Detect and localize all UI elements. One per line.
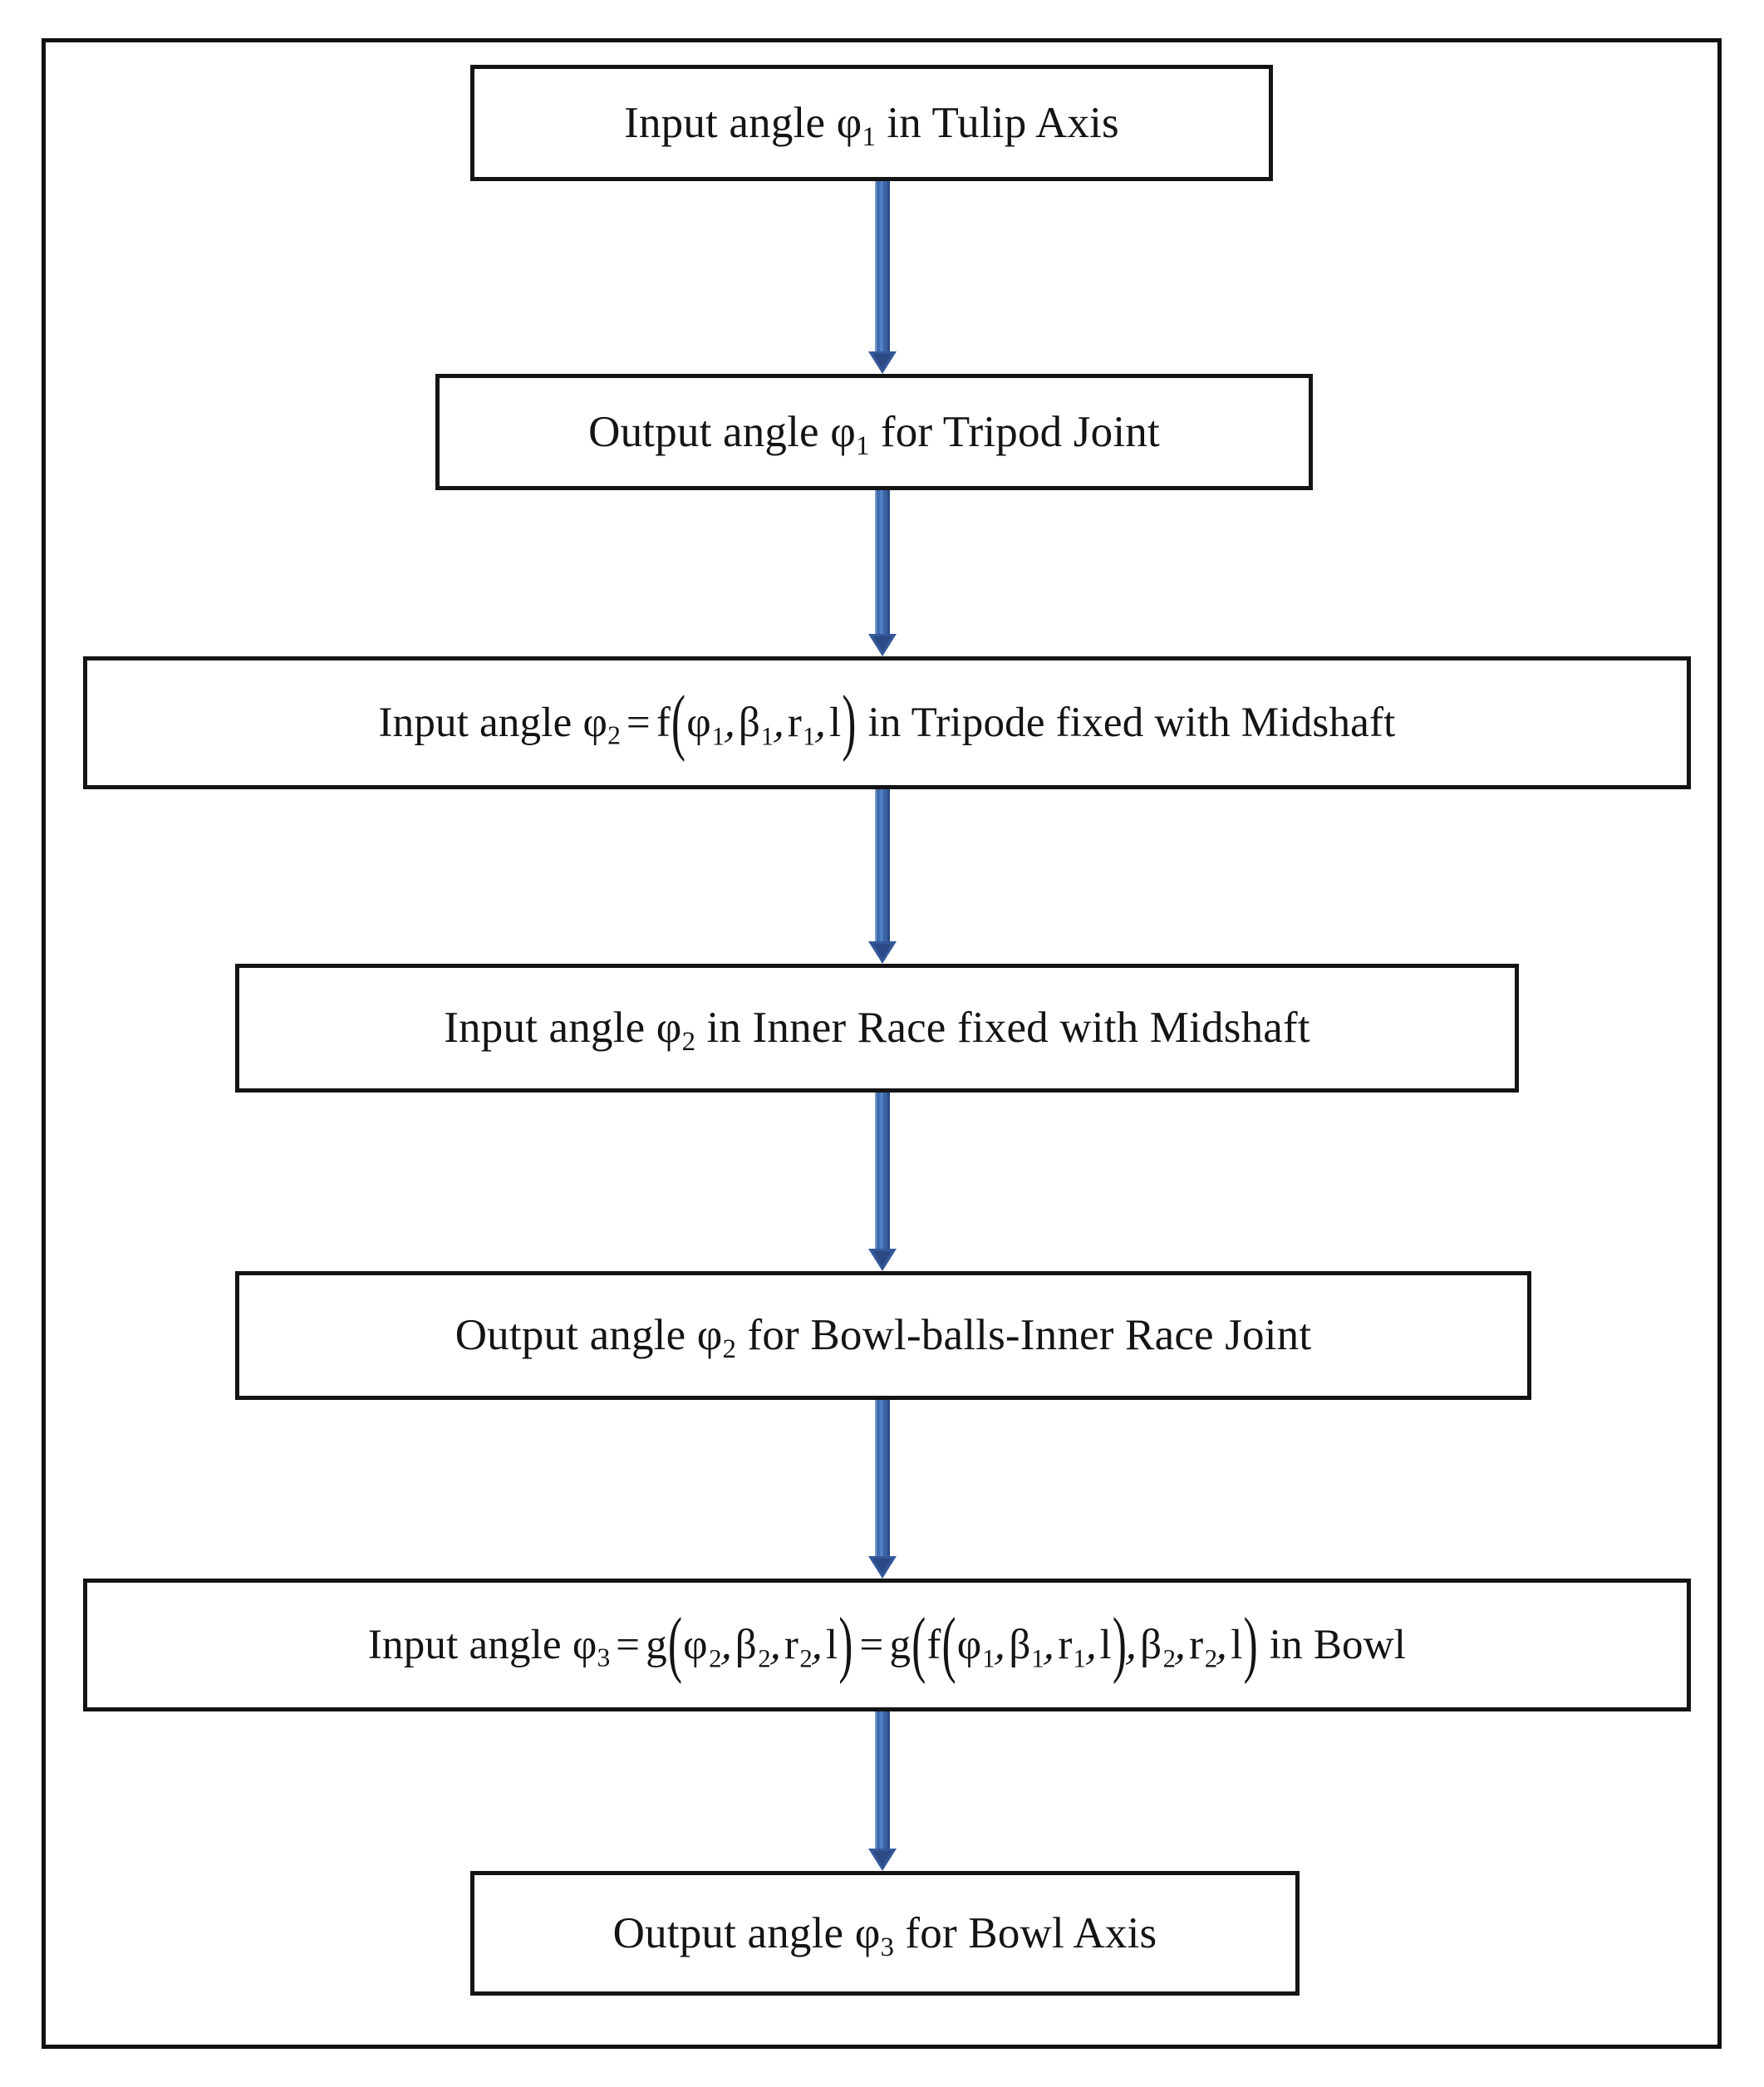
flow-arrow-1 — [868, 181, 897, 374]
paren-open: ( — [671, 681, 686, 764]
paren-open-inner: ( — [941, 1603, 956, 1686]
arrow-head-core-icon — [873, 354, 892, 369]
paren-open: ( — [667, 1603, 683, 1686]
arrow-head-core-icon — [873, 1251, 892, 1266]
paren-close: ) — [838, 1603, 853, 1686]
flow-node-output-angle-bowl-balls-inner-race: Output angle φ2 for Bowl-balls-Inner Rac… — [235, 1271, 1531, 1400]
flow-node-output-angle-bowl-axis: Output angle φ3 for Bowl Axis — [470, 1871, 1300, 1996]
arrow-shaft — [875, 1711, 890, 1849]
flow-node-6-text: Input angle φ3=g(φ₂,β₂,r₂,l)=g(f(φ₁,β₁,r… — [367, 1603, 1407, 1686]
arrow-shaft — [875, 490, 890, 635]
paren-close-outer: ) — [1243, 1603, 1258, 1686]
flow-arrow-5 — [868, 1400, 897, 1579]
flow-node-output-angle-tripod-joint: Output angle φ1 for Tripod Joint — [435, 374, 1313, 490]
flow-arrow-2 — [868, 490, 897, 656]
flow-arrow-3 — [868, 789, 897, 964]
arrow-shaft — [875, 1093, 890, 1250]
flow-arrow-4 — [868, 1093, 897, 1271]
flow-node-3-text: Input angle φ2=f(φ₁,β₁,r₁,l) in Tripode … — [378, 681, 1396, 764]
arrow-shaft — [875, 1400, 890, 1557]
flow-node-1-text: Input angle φ1 in Tulip Axis — [624, 98, 1119, 152]
arrow-head-core-icon — [873, 636, 892, 651]
arrow-shaft — [875, 181, 890, 352]
flow-node-input-angle-inner-race-midshaft: Input angle φ2 in Inner Race fixed with … — [235, 964, 1519, 1093]
flow-node-7-text: Output angle φ3 for Bowl Axis — [612, 1908, 1157, 1962]
paren-close: ) — [842, 681, 857, 764]
paren-open-outer: ( — [911, 1603, 926, 1686]
arrow-shaft — [875, 789, 890, 942]
flow-arrow-6 — [868, 1711, 897, 1871]
flow-node-2-text: Output angle φ1 for Tripod Joint — [588, 407, 1160, 461]
flow-node-input-angle-tulip-axis: Input angle φ1 in Tulip Axis — [470, 65, 1273, 181]
flow-node-4-text: Input angle φ2 in Inner Race fixed with … — [444, 1004, 1310, 1058]
flow-node-5-text: Output angle φ2 for Bowl-balls-Inner Rac… — [455, 1311, 1312, 1365]
arrow-head-core-icon — [873, 944, 892, 959]
flow-node-input-angle-tripode-midshaft: Input angle φ2=f(φ₁,β₁,r₁,l) in Tripode … — [83, 656, 1691, 789]
arrow-head-core-icon — [873, 1559, 892, 1574]
flow-node-input-angle-bowl-composed: Input angle φ3=g(φ₂,β₂,r₂,l)=g(f(φ₁,β₁,r… — [83, 1579, 1691, 1711]
paren-close-inner: ) — [1112, 1603, 1128, 1686]
arrow-head-core-icon — [873, 1851, 892, 1866]
